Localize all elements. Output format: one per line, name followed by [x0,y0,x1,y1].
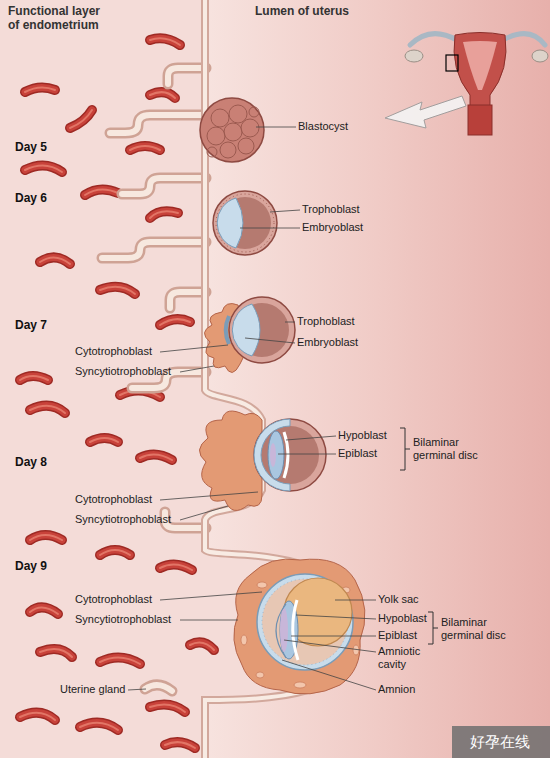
structure-label: Epiblast [338,447,377,460]
structure-label: Syncytiotrophoblast [75,513,171,526]
watermark: 好孕在线 [470,733,530,751]
structure-label: Amnion [378,683,415,696]
structure-label: Embryoblast [302,221,363,234]
day-label: Day 5 [15,141,47,154]
watermark-plate [452,726,550,758]
epithelium [205,0,358,758]
day-label: Day 6 [15,192,47,205]
epithelium [205,0,358,758]
structure-label: Embryoblast [297,336,358,349]
structure-label: Bilaminar germinal disc [441,616,521,642]
structure-label: Epiblast [378,629,417,642]
capillary [20,38,214,748]
structure-label: Hypoblast [378,612,427,625]
structure-label: Bilaminar germinal disc [413,436,493,462]
structure-label: Trophoblast [297,315,355,328]
blastocyst [213,191,277,255]
implanted-embryo [234,559,365,694]
leader-line [128,127,376,690]
capillary [20,38,214,748]
day-label: Day 7 [15,319,47,332]
structure-label: Yolk sac [378,593,419,606]
structure-label: Syncytiotrophoblast [75,365,171,378]
implanting-blastocyst [204,297,295,373]
structure-label: Syncytiotrophoblast [75,613,171,626]
structure-label: Cytotrophoblast [75,493,152,506]
structure-label: Amniotic cavity [378,645,438,671]
structure-label: Cytotrophoblast [75,345,152,358]
day-label: Day 8 [15,456,47,469]
capillary [20,38,214,748]
structure-label: Uterine gland [60,683,125,696]
structure-label: Blastocyst [298,120,348,133]
structure-label: Hypoblast [338,429,387,442]
uterus-inset [385,33,548,136]
column-heading: Functional layer of endometrium [8,4,113,32]
column-heading: Lumen of uterus [255,4,349,18]
day-label: Day 9 [15,560,47,573]
blastocyst [200,98,264,162]
structure-label: Cytotrophoblast [75,593,152,606]
structure-label: Trophoblast [302,203,360,216]
